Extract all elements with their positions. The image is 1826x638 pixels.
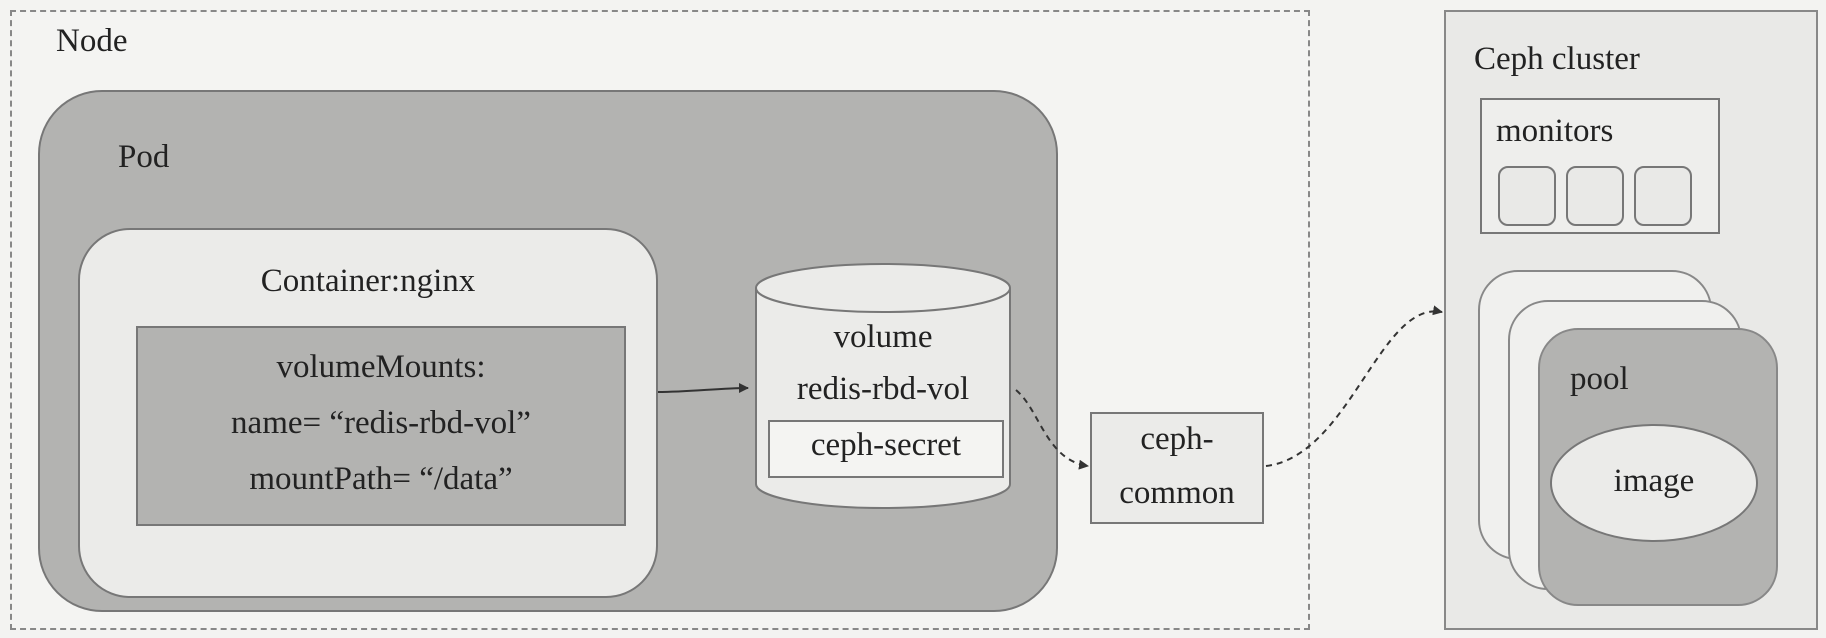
- image-label: image: [1613, 463, 1695, 499]
- mount-arrow: [657, 383, 749, 394]
- volume-name: redis-rbd-vol: [796, 371, 970, 407]
- pod-label: Pod: [118, 139, 170, 175]
- ceph-common-label-line1: ceph-: [1140, 421, 1214, 457]
- image-ellipse: [1550, 424, 1758, 542]
- monitor-node: [1634, 166, 1692, 226]
- volume-to-ceph-common-arrow: [1015, 389, 1089, 470]
- monitor-node: [1498, 166, 1556, 226]
- ceph-common-to-cluster-arrow: [1265, 305, 1443, 467]
- volume-label: volume: [833, 319, 933, 355]
- container-label: Container:nginx: [260, 263, 476, 299]
- monitor-node: [1566, 166, 1624, 226]
- volume-mounts-box: volumeMounts: name= “redis-rbd-vol” moun…: [136, 326, 626, 526]
- node-label: Node: [56, 23, 128, 59]
- ceph-secret-label: ceph-secret: [810, 427, 962, 463]
- volume-mounts-name: name= “redis-rbd-vol”: [231, 405, 531, 441]
- ceph-common-label-line2: common: [1119, 475, 1235, 511]
- ceph-cluster-label: Ceph cluster: [1474, 41, 1640, 77]
- ceph-common-box: [1090, 412, 1264, 524]
- ceph-secret-box: [768, 420, 1004, 478]
- pool-label: pool: [1570, 361, 1629, 397]
- volume-mounts-title: volumeMounts:: [276, 349, 486, 385]
- monitors-label: monitors: [1496, 113, 1614, 149]
- volume-mounts-path: mountPath= “/data”: [249, 461, 513, 497]
